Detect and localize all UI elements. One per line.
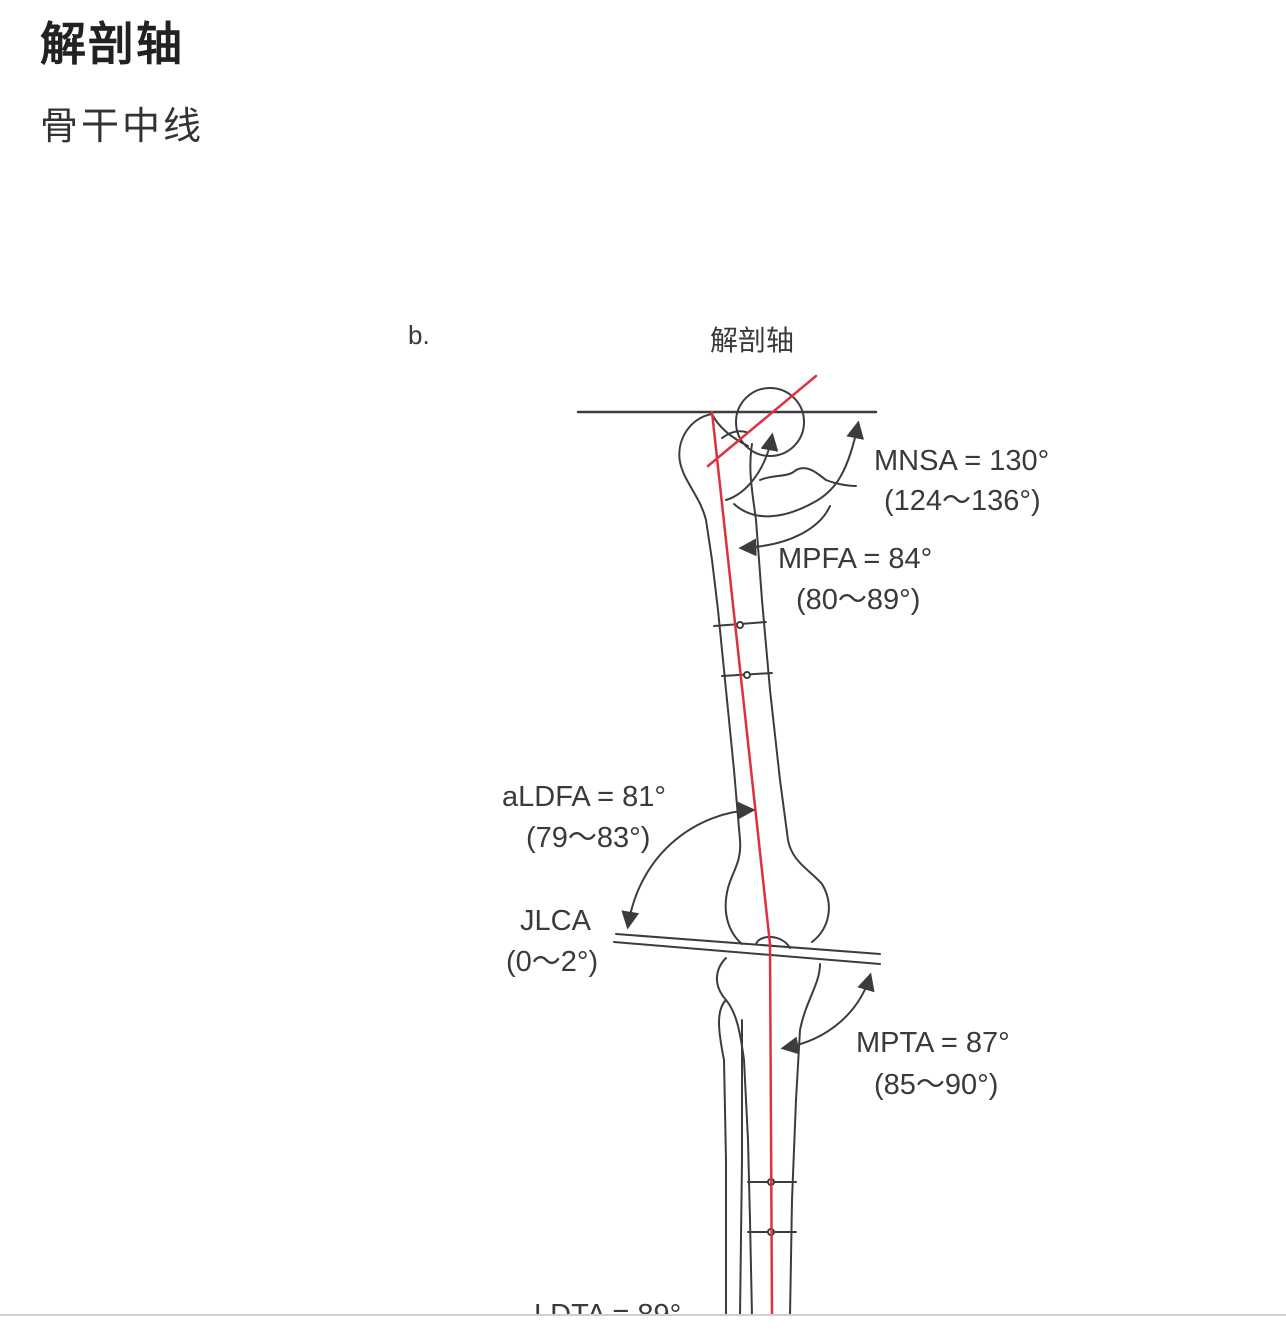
femoral-neck-axis bbox=[706, 374, 818, 468]
fibula-outline bbox=[718, 999, 743, 1316]
article-title: 解剖轴 bbox=[40, 17, 184, 71]
mnsa-label: MNSA = 130° bbox=[874, 445, 1049, 477]
femur-midpoint-markers bbox=[713, 621, 773, 679]
aldfa-arrow bbox=[621, 801, 756, 930]
femur-outline-medial bbox=[749, 443, 830, 943]
tibia-outline-medial bbox=[789, 963, 821, 1316]
jlca-range: (0～2°) bbox=[506, 946, 598, 978]
mnsa-range: (124～136°) bbox=[884, 485, 1041, 517]
femoral-joint-line bbox=[615, 933, 881, 955]
hip-small-arc bbox=[721, 430, 747, 439]
tibial-anatomical-axis bbox=[768, 942, 774, 1316]
mpfa-range: (80～89°) bbox=[796, 584, 920, 616]
femoral-anatomical-axis bbox=[710, 410, 772, 946]
aldfa-label: aLDFA = 81° bbox=[502, 781, 666, 813]
mpta-label: MPTA = 87° bbox=[856, 1027, 1010, 1059]
tibial-joint-line bbox=[613, 941, 881, 965]
tibia-outline-lateral bbox=[716, 957, 753, 1316]
aldfa-range: (79～83°) bbox=[526, 822, 650, 854]
mpta-arrow bbox=[780, 972, 875, 1055]
mnsa-inner-arc bbox=[725, 432, 779, 501]
femur-outline-lateral bbox=[678, 413, 743, 945]
femoral-head bbox=[735, 387, 805, 457]
ldta-label: LDTA = 89° bbox=[534, 1299, 681, 1316]
mpfa-label: MPFA = 84° bbox=[778, 543, 932, 575]
bottom-divider bbox=[0, 1314, 1286, 1316]
mnsa-arrow bbox=[733, 420, 864, 518]
figure-heading: 解剖轴 bbox=[710, 325, 794, 356]
article-subtitle: 骨干中线 bbox=[40, 104, 205, 148]
mpta-range: (85～90°) bbox=[874, 1069, 998, 1101]
panel-label: b. bbox=[408, 320, 430, 350]
intercondylar-notch bbox=[755, 936, 791, 949]
jlca-label: JLCA bbox=[520, 905, 592, 937]
lesser-trochanter bbox=[759, 467, 857, 487]
mpfa-arrow bbox=[738, 505, 831, 557]
